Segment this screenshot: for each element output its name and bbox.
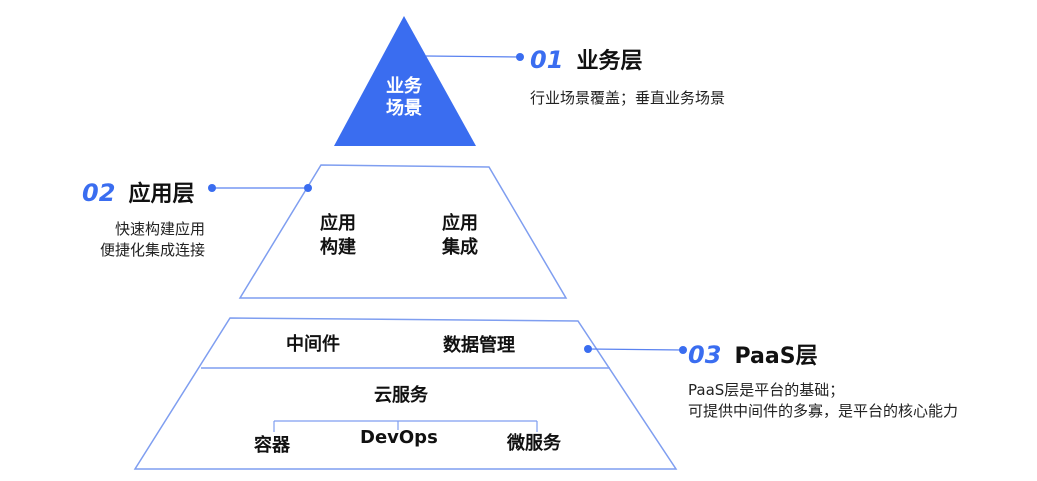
top-layer-label-line1: 业务: [386, 76, 422, 97]
callout-01-desc: 行业场景覆盖；垂直业务场景: [530, 89, 726, 107]
cloud-services-label: 云服务: [374, 385, 428, 406]
pyramid-top-layer: [334, 16, 476, 146]
connector-03-dot-right: [679, 346, 687, 354]
connector-01-line: [425, 55, 521, 58]
callout-03-number: 03: [688, 341, 722, 369]
callout-02-desc: 快速构建应用 便捷化集成连接: [80, 219, 205, 261]
callout-03-title: PaaS层: [734, 344, 818, 369]
connector-03-line: [587, 348, 684, 351]
callout-02-number: 02: [82, 179, 116, 207]
devops-label: DevOps: [360, 427, 438, 448]
callout-02-desc-line1: 快速构建应用: [114, 220, 205, 238]
callout-01: 01 业务层: [530, 43, 643, 75]
callout-03-desc-line1: PaaS层是平台的基础；: [688, 381, 845, 399]
pyramid-bottom-layer: [133, 317, 678, 470]
connector-03-dot-left: [584, 345, 592, 353]
callout-01-number: 01: [530, 46, 564, 74]
callout-02: 02 应用层: [82, 176, 195, 208]
container-label: 容器: [254, 435, 290, 456]
top-layer-label: 业务 场景: [374, 76, 434, 120]
pyramid-middle-layer: [238, 164, 568, 299]
callout-03-desc: PaaS层是平台的基础； 可提供中间件的多寡，是平台的核心能力: [688, 380, 958, 422]
microservices-label: 微服务: [507, 433, 561, 454]
callout-03: 03 PaaS层: [688, 338, 818, 370]
middle-right-label-line1: 应用: [442, 213, 478, 234]
connector-01-dot: [516, 53, 524, 61]
middle-right-label-line2: 集成: [442, 237, 478, 258]
connector-02-dot-left: [208, 184, 216, 192]
data-management-label: 数据管理: [443, 335, 515, 356]
callout-01-title: 业务层: [576, 49, 643, 74]
top-layer-label-line2: 场景: [386, 98, 422, 119]
middle-left-label-line2: 构建: [320, 237, 356, 258]
callout-03-desc-line2: 可提供中间件的多寡，是平台的核心能力: [688, 402, 959, 420]
middle-right-label: 应用 集成: [442, 212, 478, 260]
middle-left-label-line1: 应用: [320, 213, 356, 234]
middleware-label: 中间件: [286, 334, 340, 355]
connector-02-dot-right: [304, 184, 312, 192]
callout-02-desc-line2: 便捷化集成连接: [99, 241, 205, 259]
middle-left-label: 应用 构建: [320, 212, 356, 260]
callout-02-title: 应用层: [128, 182, 195, 207]
